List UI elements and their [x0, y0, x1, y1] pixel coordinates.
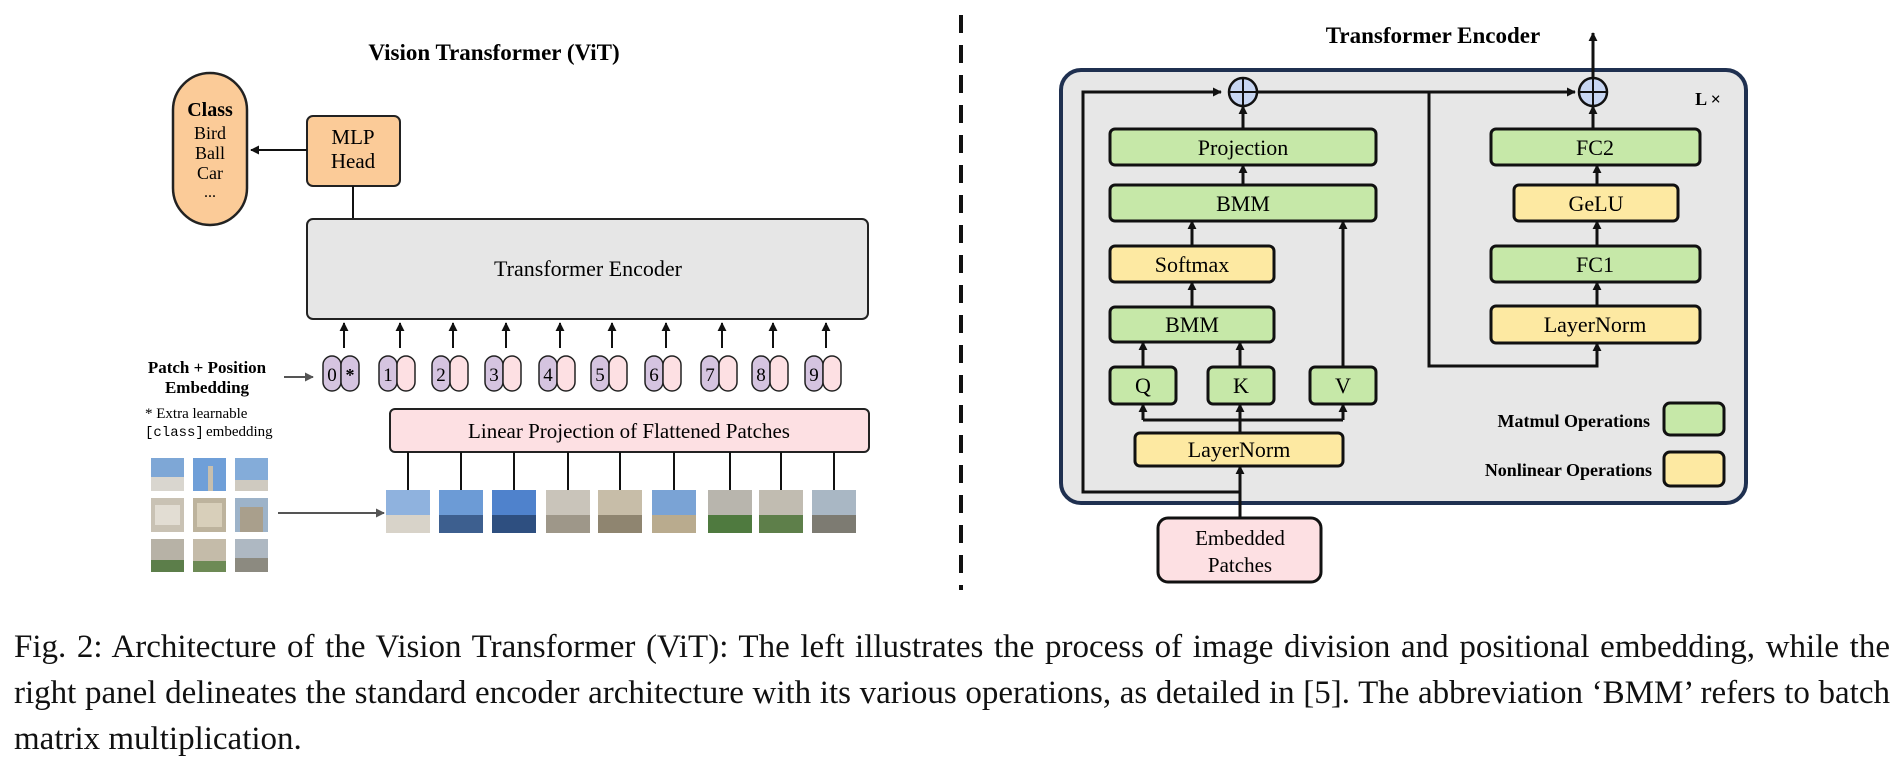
legend-nonlinear-label: Nonlinear Operations — [1485, 460, 1652, 480]
bmm-bottom-label: BMM — [1165, 312, 1219, 337]
q-block — [1108, 365, 1178, 406]
patch-embedding-pill — [608, 355, 628, 392]
pe-label-line1: Patch + Position — [148, 358, 267, 377]
extra-learnable-code: [class] — [145, 425, 204, 441]
position-index-label: 6 — [649, 365, 659, 386]
projection-block — [1108, 127, 1378, 167]
bmm-bottom-block — [1108, 305, 1276, 344]
vit-figure: Vision Transformer (ViT) Class Bird Ball… — [145, 15, 1748, 590]
flattened-patch-detail — [759, 515, 803, 533]
projection-label: Projection — [1198, 135, 1288, 160]
patch-sequence — [386, 452, 856, 533]
attn-layernorm-block — [1133, 431, 1345, 468]
vit-transformer-encoder-box — [306, 218, 869, 320]
fc2-label: FC2 — [1576, 135, 1614, 160]
mlp-layernorm-block — [1489, 304, 1702, 345]
class-token-star: * — [346, 365, 355, 385]
patch-embedding-pill — [662, 355, 682, 392]
flattened-patch-detail — [708, 515, 752, 533]
vit-title: Vision Transformer (ViT) — [368, 40, 619, 65]
patch-embedding-pill — [718, 355, 738, 392]
patch-embedding-pill — [822, 355, 842, 392]
class-item-bird: Bird — [194, 123, 226, 143]
extra-learnable-note: * Extra learnable — [145, 406, 248, 422]
flattened-patch-detail — [652, 515, 696, 533]
flattened-patch-detail — [492, 515, 536, 533]
patch-embedding-pill — [449, 355, 469, 392]
repeat-label: L × — [1695, 89, 1721, 109]
pe-label-line2: Embedding — [165, 378, 250, 397]
k-block — [1206, 365, 1276, 406]
flattened-patch-detail — [386, 515, 430, 533]
patch-embedding-pill — [769, 355, 789, 392]
token-row: 0 * 1 2 3 4 5 6 7 8 9 — [322, 322, 842, 392]
linear-projection-label: Linear Projection of Flattened Patches — [468, 419, 790, 443]
position-index-label: 2 — [436, 365, 446, 386]
position-index-label: 0 — [327, 365, 337, 386]
position-index-label: 8 — [756, 365, 766, 386]
bmm-top-label: BMM — [1216, 191, 1270, 216]
position-index-label: 9 — [809, 365, 819, 386]
attn-layernorm-label: LayerNorm — [1188, 437, 1291, 462]
class-item-ball: Ball — [195, 143, 225, 163]
gelu-block — [1512, 183, 1680, 223]
residual-add-1-icon — [1227, 76, 1259, 108]
vit-transformer-encoder-label: Transformer Encoder — [494, 256, 683, 281]
class-token-pill — [340, 355, 360, 392]
v-block — [1308, 365, 1378, 406]
patch-embedding-pill — [502, 355, 522, 392]
legend-matmul-label: Matmul Operations — [1498, 411, 1651, 431]
class-output-box — [171, 71, 249, 227]
position-index-label: 4 — [543, 365, 553, 386]
mlp-head-label-line2: Head — [331, 149, 376, 173]
flattened-patch-detail — [439, 515, 483, 533]
flattened-patch-detail — [598, 515, 642, 533]
residual-add-2-icon — [1577, 76, 1609, 108]
source-image-grid — [151, 458, 268, 572]
mlp-head-label-line1: MLP — [331, 125, 374, 149]
figure-caption: Fig. 2: Architecture of the Vision Trans… — [14, 629, 1890, 757]
legend-nonlinear-swatch — [1662, 450, 1726, 488]
encoder-detail-panel: Transformer Encoder L × — [1059, 23, 1748, 584]
q-label: Q — [1135, 373, 1151, 398]
k-label: K — [1233, 373, 1249, 398]
encoder-detail-title: Transformer Encoder — [1326, 23, 1540, 48]
class-item-ellipsis: ... — [204, 184, 216, 201]
fc1-block — [1489, 244, 1702, 284]
v-label: V — [1335, 373, 1351, 398]
softmax-label: Softmax — [1155, 252, 1230, 277]
fc2-block — [1489, 127, 1702, 167]
softmax-block — [1108, 244, 1276, 284]
extra-learnable-note2: embedding — [206, 424, 273, 440]
fc1-label: FC1 — [1576, 252, 1614, 277]
patch-embedding-pill — [556, 355, 576, 392]
position-index-label: 1 — [383, 365, 393, 386]
linear-projection-box — [389, 408, 870, 453]
encoder-connectors — [1081, 32, 1602, 518]
flattened-patch-detail — [546, 515, 590, 533]
position-index-label: 5 — [595, 365, 605, 386]
class-item-car: Car — [197, 163, 223, 183]
patch-embedding-pill — [396, 355, 416, 392]
position-index-label: 3 — [489, 365, 499, 386]
bmm-top-block — [1108, 183, 1378, 223]
embedded-patches-line2: Patches — [1208, 553, 1272, 577]
position-index-label: 7 — [705, 365, 715, 386]
class-header: Class — [187, 99, 233, 121]
embedded-patches-line1: Embedded — [1195, 526, 1285, 550]
gelu-label: GeLU — [1569, 191, 1624, 216]
legend-matmul-swatch — [1662, 401, 1726, 437]
embedded-patches-box — [1156, 516, 1323, 584]
flattened-patch-detail — [812, 515, 856, 533]
vit-left-panel: Vision Transformer (ViT) Class Bird Ball… — [145, 40, 870, 572]
mlp-layernorm-label: LayerNorm — [1544, 312, 1647, 337]
